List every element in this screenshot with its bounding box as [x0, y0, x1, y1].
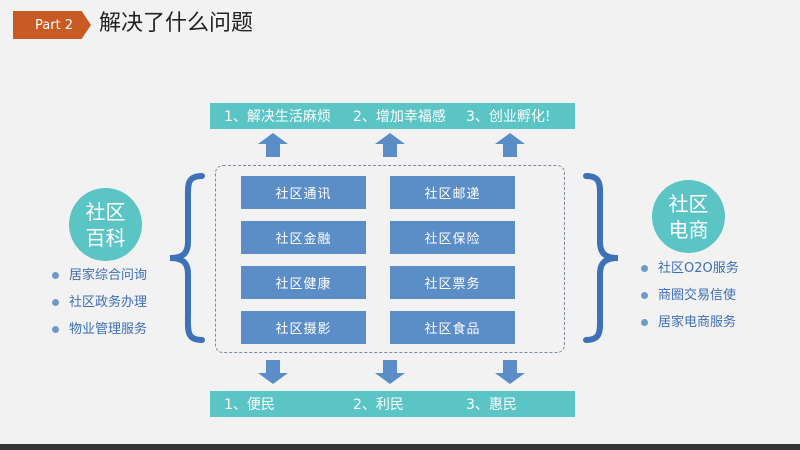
top-bar-item-2: 2、增加幸福感: [353, 109, 446, 125]
grid-cell-ticketing: 社区票务: [390, 266, 515, 299]
part-label: Part 2: [35, 17, 74, 33]
grid-cell-food: 社区食品: [390, 311, 515, 344]
up-arrow-icon: [495, 133, 525, 157]
list-item: 居家电商服务: [641, 313, 739, 340]
bottom-bar-item-3: 3、惠民: [466, 397, 517, 413]
down-arrow-icon: [495, 360, 525, 384]
left-bullet-list: 居家综合问询 社区政务办理 物业管理服务: [52, 266, 147, 347]
up-arrow-icon: [375, 133, 405, 157]
list-item: 居家综合问询: [52, 266, 147, 293]
down-arrow-icon: [258, 360, 288, 384]
part-tag: Part 2: [13, 11, 91, 39]
right-bullet-list: 社区O2O服务 商圈交易信使 居家电商服务: [641, 259, 739, 340]
down-arrow-icon: [375, 360, 405, 384]
top-bar-item-1: 1、解决生活麻烦: [224, 109, 331, 125]
page-title: 解决了什么问题: [99, 11, 254, 36]
circle-line1: 社区: [668, 191, 709, 216]
up-arrow-icon: [258, 133, 288, 157]
left-brace-icon: [169, 173, 205, 343]
grid-cell-postal: 社区邮递: [390, 176, 515, 209]
bottom-bar: 1、便民 2、利民 3、惠民: [210, 391, 575, 417]
right-brace-icon: [583, 173, 619, 343]
list-item: 社区O2O服务: [641, 259, 739, 286]
top-bar-item-3: 3、创业孵化!: [466, 109, 551, 125]
circle-line2: 百科: [85, 225, 126, 250]
services-grid: [215, 165, 565, 353]
footer-bar: [0, 444, 800, 450]
grid-cell-communication: 社区通讯: [241, 176, 366, 209]
top-bar: 1、解决生活麻烦 2、增加幸福感 3、创业孵化!: [210, 103, 575, 129]
community-ecommerce-circle: 社区 电商: [652, 180, 725, 253]
bottom-bar-item-1: 1、便民: [224, 397, 275, 413]
list-item: 商圈交易信使: [641, 286, 739, 313]
list-item: 物业管理服务: [52, 320, 147, 347]
list-item: 社区政务办理: [52, 293, 147, 320]
grid-cell-finance: 社区金融: [241, 221, 366, 254]
grid-cell-insurance: 社区保险: [390, 221, 515, 254]
community-encyclopedia-circle: 社区 百科: [69, 188, 142, 261]
bottom-bar-item-2: 2、利民: [353, 397, 404, 413]
circle-line2: 电商: [668, 217, 709, 242]
circle-line1: 社区: [85, 199, 126, 224]
grid-cell-photography: 社区摄影: [241, 311, 366, 344]
grid-cell-health: 社区健康: [241, 266, 366, 299]
